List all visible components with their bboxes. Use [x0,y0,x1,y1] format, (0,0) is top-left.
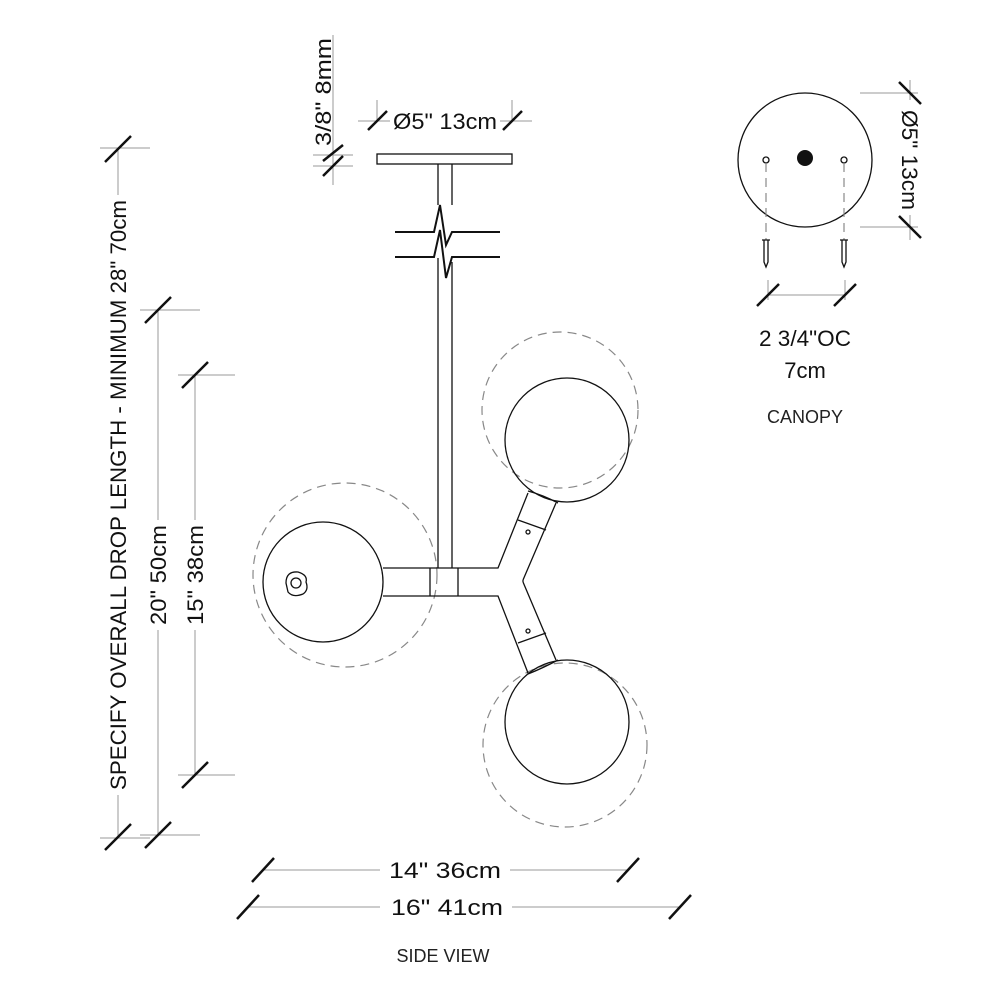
canopy-plate [376,153,513,165]
globe-top [504,377,630,503]
width-16-dimension: 16" 41cm [236,894,692,920]
canopy-view: Ø5" 13cm 2 3/4"OC 7cm CANOPY [737,80,922,427]
globe-left [262,521,384,643]
width-16-label: 16" 41cm [391,895,503,920]
globe-bottom [504,659,630,785]
height-20-dimension: 20" 50cm [140,296,200,849]
canopy-circle [737,92,873,228]
height-15-label: 15" 38cm [183,525,208,625]
overall-drop-dimension: SPECIFY OVERALL DROP LENGTH - MINIMUM 28… [100,135,150,851]
canopy-label: CANOPY [767,407,843,427]
height-15-dimension: 15" 38cm [178,361,235,789]
center-hole [797,150,813,166]
canopy-diameter-label: Ø5" 13cm [393,109,497,134]
canopy-thickness-label: 3/8" 8mm [311,38,336,146]
overall-drop-label: SPECIFY OVERALL DROP LENGTH - MINIMUM 28… [106,200,131,790]
height-20-label: 20" 50cm [146,525,171,625]
screw-icon [762,239,770,269]
width-14-dimension: 14" 36cm [251,857,640,883]
width-14-label: 14" 36cm [389,858,501,883]
screw-icon [840,239,848,269]
mount-spacing-inch-label: 2 3/4"OC [759,326,851,351]
mount-spacing-cm-label: 7cm [784,358,826,383]
canopy-thickness-dimension: 3/8" 8mm [311,35,353,185]
break-symbol [395,204,500,280]
fixture [252,153,648,828]
canopy-top-diameter-label: Ø5" 13cm [897,110,922,210]
side-view-label: SIDE VIEW [396,946,489,966]
canopy-diameter-dimension: Ø5" 13cm [358,100,532,134]
